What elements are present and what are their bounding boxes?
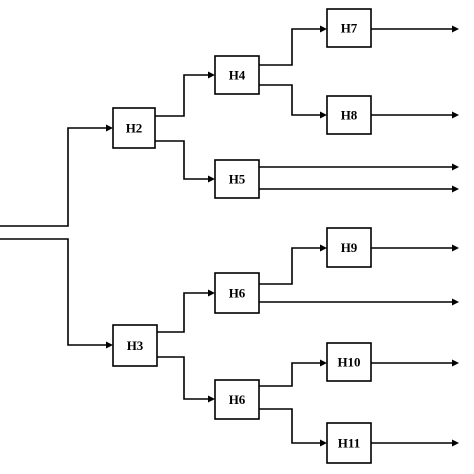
arrowhead-to-h5	[208, 175, 215, 183]
arrowhead-to-h6b	[208, 395, 215, 403]
arrowhead-to-h7	[320, 25, 327, 33]
node-h6-upper: H6	[214, 272, 260, 314]
arrowhead-output-h6a	[452, 298, 459, 306]
node-h2: H2	[112, 107, 156, 149]
wire-h3-h6a	[157, 292, 210, 333]
node-h5-label: H5	[229, 172, 246, 187]
node-h11-label: H11	[338, 436, 360, 451]
input-wire-upper	[0, 127, 108, 227]
wire-h3-h6b	[157, 356, 210, 400]
node-h8-label: H8	[341, 108, 358, 123]
wire-h4-h8	[259, 84, 322, 116]
wire-h6a-h9	[259, 247, 322, 285]
wire-h2-h5	[155, 140, 210, 180]
wire-h6b-h11	[259, 408, 322, 444]
arrowhead-to-h8	[320, 111, 327, 119]
arrowhead-to-h9	[320, 244, 327, 252]
node-h9: H9	[326, 227, 372, 268]
arrowhead-to-h2	[106, 124, 113, 132]
wire-h4-h7	[259, 28, 322, 66]
node-h3: H3	[112, 324, 158, 367]
node-h8: H8	[326, 95, 372, 135]
wire-h2-h4	[155, 74, 210, 117]
arrowhead-to-h10	[320, 359, 327, 367]
arrowhead-to-h6a	[208, 289, 215, 297]
node-h9-label: H9	[341, 240, 358, 255]
arrowhead-output-h5-upper	[452, 163, 459, 171]
arrowhead-to-h3	[106, 341, 113, 349]
arrowhead-to-h11	[320, 439, 327, 447]
node-h4: H4	[214, 55, 260, 95]
node-h6-upper-label: H6	[229, 286, 246, 301]
node-h5: H5	[214, 159, 260, 199]
node-h3-label: H3	[127, 338, 144, 353]
arrowhead-output-h9	[452, 244, 459, 252]
node-h6-lower: H6	[214, 379, 260, 420]
arrowhead-output-h5-lower	[452, 185, 459, 193]
node-h11: H11	[326, 422, 372, 464]
arrowhead-to-h4	[208, 71, 215, 79]
node-h6-lower-label: H6	[229, 392, 246, 407]
node-h2-label: H2	[126, 121, 143, 136]
arrowhead-output-h11	[452, 439, 459, 447]
arrowhead-output-h10	[452, 359, 459, 367]
input-wire-lower	[0, 238, 108, 346]
node-h7-label: H7	[341, 21, 358, 36]
arrowhead-output-h8	[452, 111, 459, 119]
node-h7: H7	[326, 8, 372, 48]
node-h10: H10	[326, 342, 372, 382]
node-h10-label: H10	[337, 355, 360, 370]
node-h4-label: H4	[229, 68, 246, 83]
wire-h6b-h10	[259, 362, 322, 387]
arrowhead-output-h7	[452, 25, 459, 33]
